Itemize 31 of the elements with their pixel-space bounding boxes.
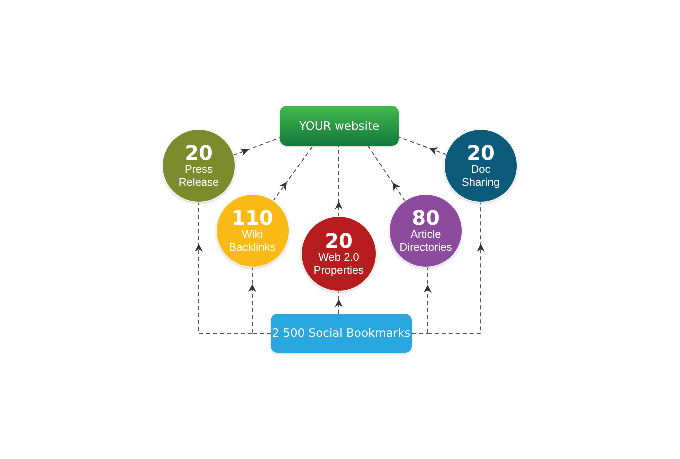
- dashed-arrow: [195, 202, 253, 334]
- node-label: Web 2.0 Properties: [312, 252, 366, 278]
- dashed-arrow: [335, 290, 343, 314]
- circle-node: [163, 130, 235, 202]
- dashed-arrow: [398, 136, 448, 156]
- count-number: 80: [412, 206, 440, 228]
- node-label: Article Directories: [398, 228, 454, 256]
- rounded-box: [271, 314, 412, 353]
- dashed-arrow: [248, 266, 256, 334]
- dashed-arrow: [335, 146, 343, 218]
- dashed-arrow: [424, 266, 432, 334]
- node-label: YOUR website: [299, 118, 380, 134]
- count-number: 20: [467, 142, 495, 164]
- node-label: 2 500 Social Bookmarks: [272, 326, 411, 341]
- node-label: Doc Sharing: [461, 164, 501, 190]
- circle-node: [445, 130, 517, 202]
- node-label: Press Release: [178, 164, 220, 190]
- circle-node: [390, 195, 462, 267]
- rounded-box: [280, 106, 399, 146]
- count-number: 20: [185, 142, 213, 164]
- circle-node: [302, 217, 376, 291]
- dashed-arrow: [368, 146, 406, 202]
- count-number: 20: [325, 230, 353, 252]
- dashed-arrow: [232, 138, 280, 156]
- circle-node: [216, 195, 288, 267]
- node-label: Wiki Backlinks: [228, 228, 277, 256]
- count-number: 110: [232, 206, 274, 228]
- dashed-arrow: [272, 146, 314, 202]
- dashed-arrow: [427, 202, 485, 334]
- dashed-line: [412, 333, 428, 334]
- dashed-line: [252, 333, 272, 334]
